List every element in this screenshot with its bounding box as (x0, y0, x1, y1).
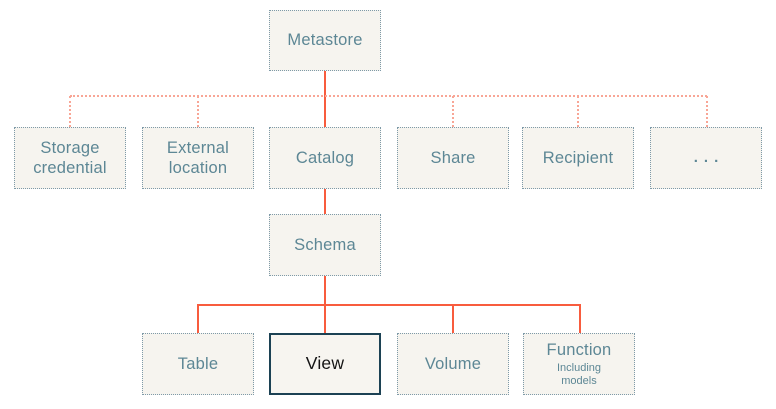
node-external-location-label: External location (166, 138, 230, 177)
node-view: View (269, 333, 381, 395)
connector-stub-more (706, 96, 708, 127)
connector-stub-table (197, 305, 199, 333)
node-recipient: Recipient (522, 127, 634, 189)
node-table: Table (142, 333, 254, 395)
connector-stub-storage-credential (69, 96, 71, 127)
node-catalog: Catalog (269, 127, 381, 189)
node-share-label: Share (430, 148, 476, 167)
connector-dotted-spine (70, 95, 707, 97)
node-function-sublabel: Including models (556, 362, 602, 388)
node-external-location: External location (142, 127, 254, 189)
node-metastore: Metastore (269, 10, 381, 71)
node-volume-label: Volume (424, 354, 482, 373)
node-function: Function Including models (523, 333, 635, 395)
connector-stub-volume (452, 305, 454, 333)
connector-metastore-to-catalog (324, 71, 326, 127)
connector-stub-share (452, 96, 454, 127)
connector-solid-spine (197, 304, 581, 306)
node-storage-credential: Storage credential (14, 127, 126, 189)
node-recipient-label: Recipient (542, 148, 614, 167)
node-schema: Schema (269, 214, 381, 276)
node-schema-label: Schema (294, 235, 356, 254)
connector-stub-function (579, 305, 581, 333)
node-share: Share (397, 127, 509, 189)
connector-stub-external-location (197, 96, 199, 127)
node-metastore-label: Metastore (287, 31, 363, 50)
node-more-label: ... (693, 148, 725, 166)
node-volume: Volume (397, 333, 509, 395)
node-function-label: Function (546, 341, 612, 360)
node-table-label: Table (177, 354, 219, 373)
node-more: ... (650, 127, 762, 189)
connector-stub-recipient (577, 96, 579, 127)
node-storage-credential-label: Storage credential (33, 138, 107, 177)
node-view-label: View (305, 353, 345, 374)
connector-catalog-to-schema (324, 189, 326, 214)
node-catalog-label: Catalog (295, 148, 355, 167)
